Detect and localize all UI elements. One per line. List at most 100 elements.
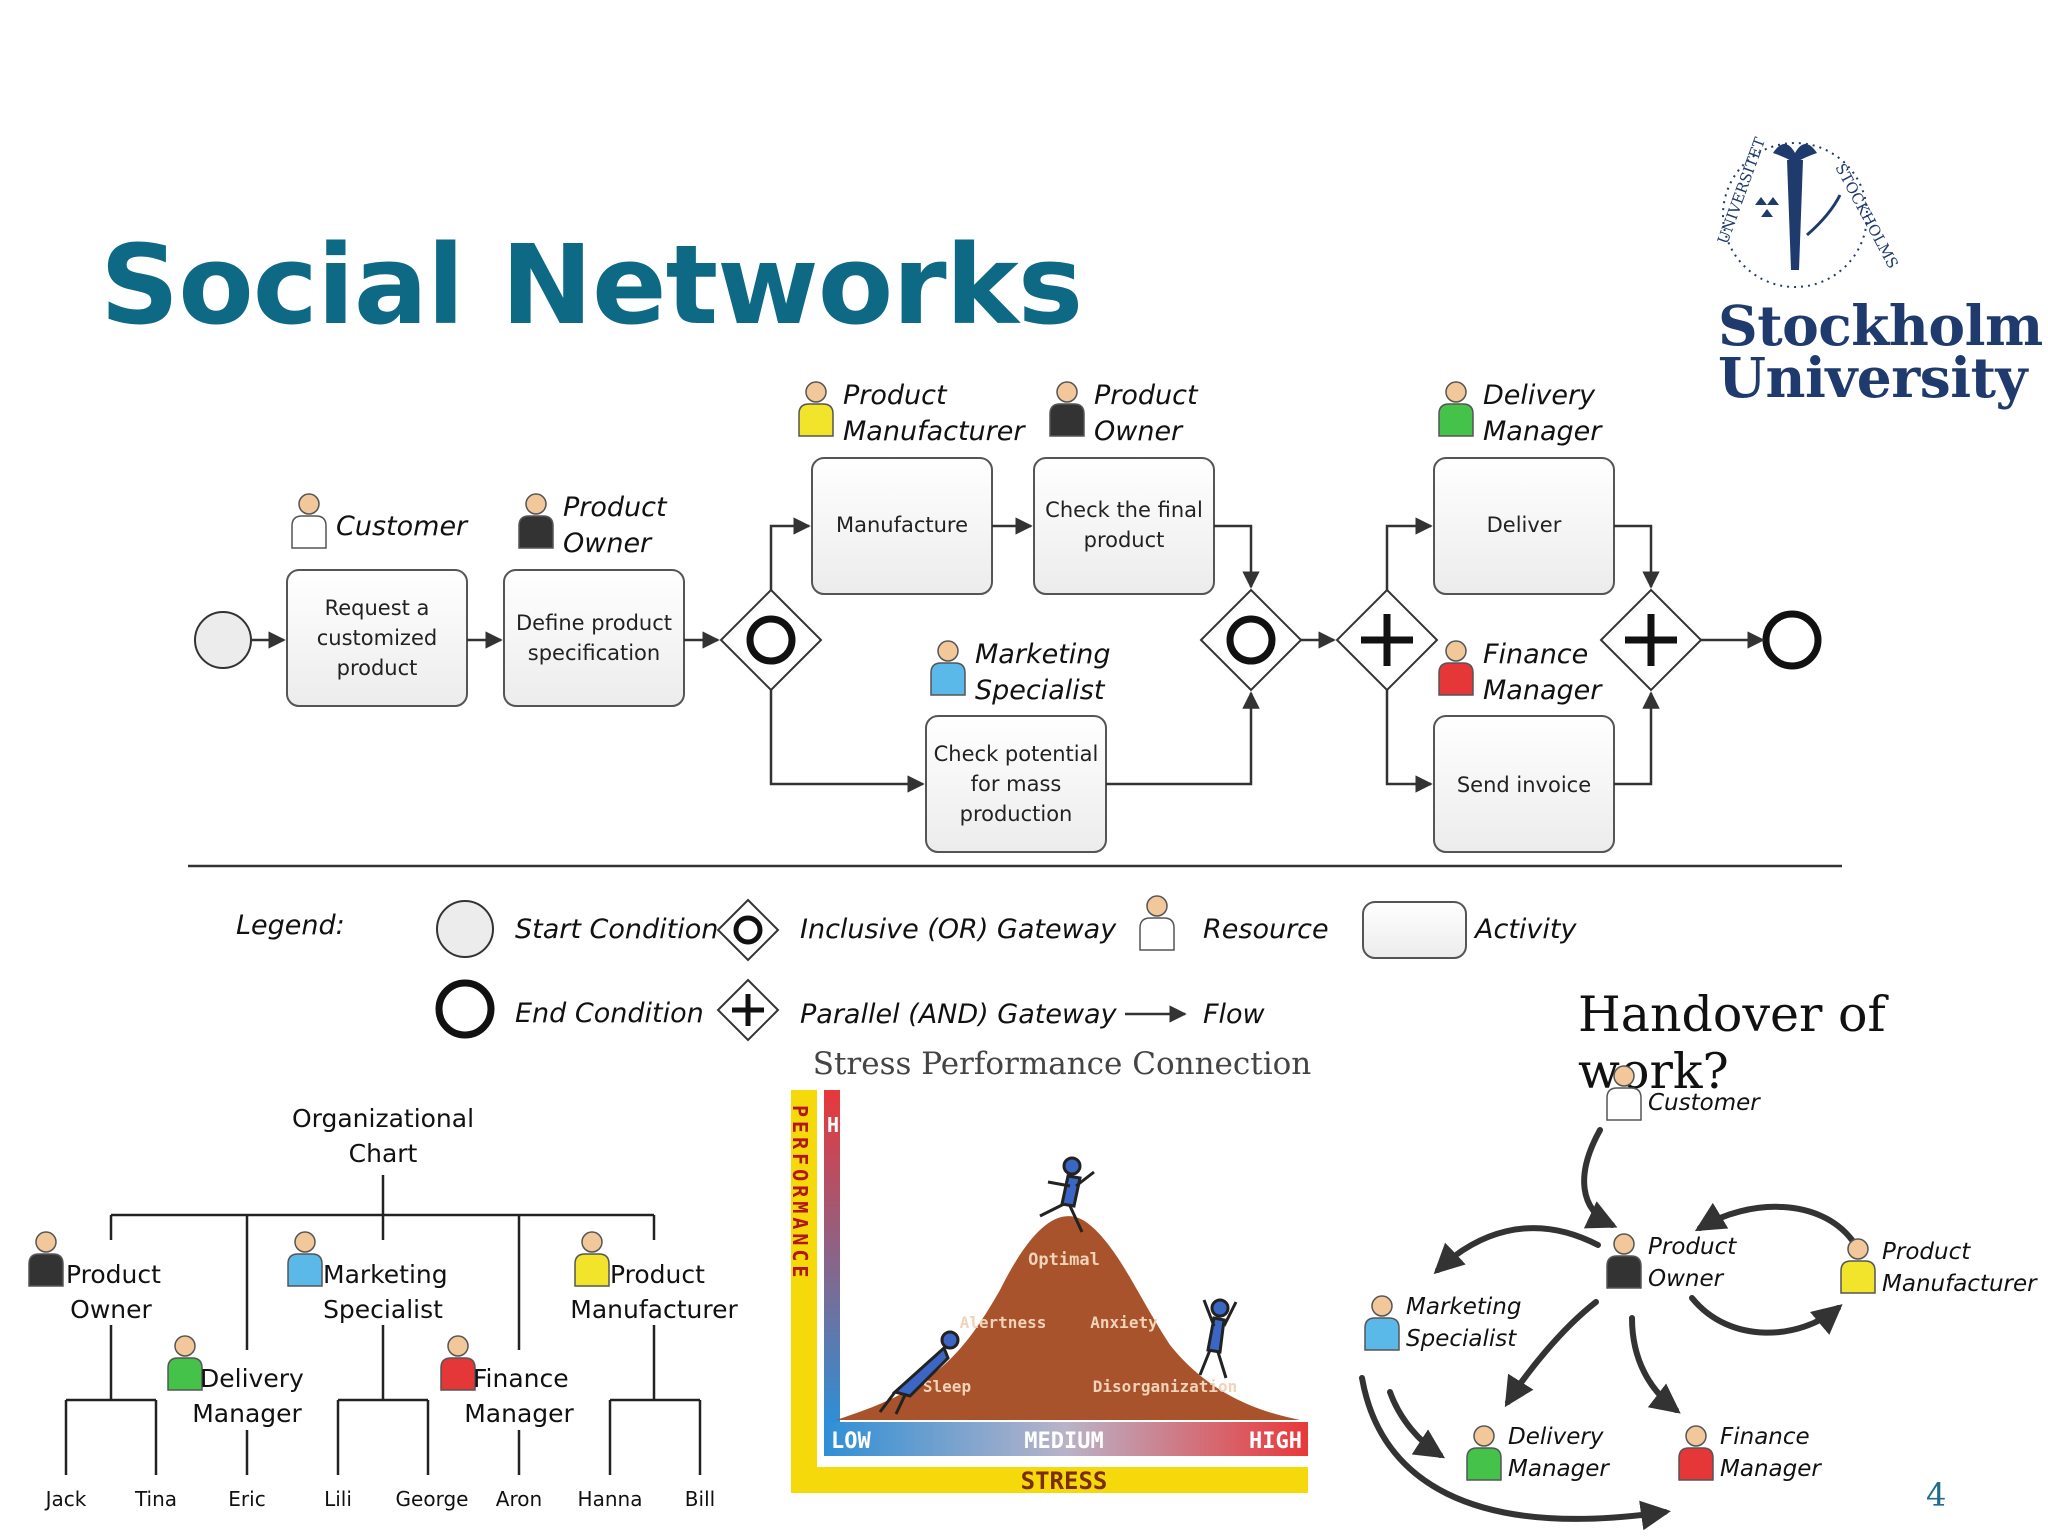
start-event: [194, 611, 252, 669]
x-medium-label: MEDIUM: [1024, 1429, 1103, 1454]
svg-text:Define product: Define product: [516, 611, 672, 635]
activity-check-final: Check the final product: [1033, 457, 1215, 595]
svg-text:Manager: Manager: [1508, 1456, 1610, 1482]
y-axis-label: PERFORMANCE: [788, 1105, 812, 1281]
resource-marketing-specialist: Marketing Specialist: [930, 639, 1111, 706]
page-title: Social Networks: [100, 221, 1083, 349]
person-jack: Jack: [44, 1487, 87, 1511]
region-alertness: Alertness: [960, 1313, 1047, 1332]
resource-delivery-manager: Delivery Manager: [1438, 380, 1603, 447]
org-chart: Organizational Chart Product Owner Marke…: [28, 1104, 738, 1511]
svg-text:Product: Product: [1094, 380, 1199, 411]
activity-check-potential: Check potential for mass production: [925, 715, 1107, 853]
resource-product-owner-1: Product Owner: [518, 492, 668, 559]
svg-text:Product: Product: [66, 1260, 161, 1289]
svg-text:Marketing: Marketing: [323, 1260, 448, 1289]
legend-resource-symbol: [1139, 895, 1175, 951]
legend-activity-symbol: [1362, 901, 1467, 959]
svg-text:Delivery: Delivery: [1508, 1424, 1604, 1450]
legend-start-symbol: [436, 900, 494, 958]
resource-product-owner-2: Product Owner: [1049, 380, 1199, 447]
x-axis-label: STRESS: [1021, 1467, 1108, 1495]
legend-and-symbol: [716, 978, 780, 1042]
svg-text:Finance: Finance: [473, 1364, 569, 1393]
region-optimal: Optimal: [1028, 1250, 1100, 1270]
edge-manufacturer-owner: [1694, 1202, 1855, 1243]
person-aron: Aron: [496, 1487, 542, 1511]
region-anxiety: Anxiety: [1090, 1313, 1158, 1332]
university-logo-text: Stockholm University: [1718, 298, 2043, 405]
svg-text:Manufacturer: Manufacturer: [1882, 1271, 2038, 1297]
svg-text:Specialist: Specialist: [323, 1295, 443, 1324]
svg-text:product: product: [1084, 528, 1165, 552]
svg-text:Marketing: Marketing: [975, 639, 1111, 670]
svg-text:specification: specification: [528, 641, 660, 665]
person-george: George: [396, 1487, 469, 1511]
svg-text:Owner: Owner: [1648, 1266, 1725, 1292]
x-high-label: HIGH: [1249, 1429, 1302, 1454]
activity-manufacture: Manufacture: [811, 457, 993, 595]
edge-customer-owner: [1581, 1127, 1618, 1229]
legend-end-label: End Condition: [515, 998, 704, 1029]
activity-define-spec: Define product specification: [503, 569, 685, 707]
sequence-flows: [251, 517, 1765, 793]
stressed-figure: [1198, 1298, 1238, 1379]
person-eric: Eric: [228, 1487, 265, 1511]
legend-flow-label: Flow: [1203, 999, 1266, 1030]
activity-send-invoice: Send invoice: [1433, 715, 1615, 853]
running-figure-optimal: [1039, 1156, 1095, 1233]
node-product-manufacturer: Product Manufacturer: [1840, 1238, 2038, 1297]
node-customer: Customer: [1606, 1065, 1761, 1121]
svg-text:production: production: [960, 802, 1073, 826]
edge-owner-marketing: [1433, 1225, 1601, 1275]
performance-curve: [836, 1216, 1300, 1420]
stress-chart: Stress Performance Connection PERFORMANC…: [788, 1046, 1311, 1495]
svg-text:Marketing: Marketing: [1406, 1294, 1521, 1320]
svg-text:Delivery: Delivery: [200, 1364, 304, 1393]
region-disorganization: Disorganization: [1093, 1377, 1238, 1396]
svg-text:Product: Product: [610, 1260, 705, 1289]
university-seal-logo: UNIVERSITET STOCKHOLMS: [1714, 135, 1902, 288]
legend-or-symbol: [716, 898, 780, 962]
svg-text:Specialist: Specialist: [975, 675, 1106, 706]
svg-text:UNIVERSITET: UNIVERSITET: [1714, 135, 1769, 246]
person-tina: Tina: [134, 1487, 177, 1511]
legend-resource-label: Resource: [1203, 914, 1329, 945]
sleeping-figure: [878, 1330, 960, 1415]
legend: Legend: Start Condition End Condition In…: [236, 895, 1577, 1042]
svg-text:Customer: Customer: [336, 511, 469, 542]
org-delivery-manager: Delivery Manager: [167, 1335, 304, 1428]
node-marketing-specialist: Marketing Specialist: [1364, 1294, 1521, 1352]
edge-owner-delivery: [1504, 1299, 1599, 1408]
svg-text:Check the final: Check the final: [1045, 498, 1203, 522]
x-low-label: LOW: [831, 1429, 871, 1454]
svg-text:Manufacturer: Manufacturer: [843, 416, 1026, 447]
svg-text:Finance: Finance: [1720, 1424, 1810, 1450]
svg-text:Manager: Manager: [1483, 416, 1603, 447]
edge-marketing-finance: [1359, 1375, 1671, 1531]
node-finance-manager: Finance Manager: [1678, 1424, 1822, 1482]
node-product-owner: Product Owner: [1606, 1233, 1737, 1292]
handover-network: Customer Product Owner Product Manufactu…: [1359, 1065, 2038, 1531]
svg-text:Delivery: Delivery: [1483, 380, 1596, 411]
activity-deliver: Deliver: [1433, 457, 1615, 595]
svg-text:product: product: [337, 656, 418, 680]
handover-title: Handover of work?: [1578, 986, 1886, 1100]
activity-request: Request a customized product: [286, 569, 468, 707]
svg-text:customized: customized: [317, 626, 437, 650]
svg-text:Owner: Owner: [563, 528, 653, 559]
svg-text:Owner: Owner: [1094, 416, 1184, 447]
person-hanna: Hanna: [578, 1487, 643, 1511]
region-sleep: Sleep: [923, 1377, 971, 1396]
legend-and-label: Parallel (AND) Gateway: [800, 999, 1118, 1030]
svg-text:Product: Product: [843, 380, 948, 411]
svg-text:Manufacturer: Manufacturer: [570, 1295, 738, 1324]
edge-owner-manufacturer: [1689, 1295, 1843, 1336]
svg-text:Manufacture: Manufacture: [836, 513, 968, 537]
resource-finance-manager: Finance Manager: [1438, 639, 1603, 706]
legend-start-label: Start Condition: [515, 914, 718, 945]
edge-owner-finance: [1629, 1315, 1681, 1414]
svg-text:Manager: Manager: [1483, 675, 1603, 706]
node-delivery-manager: Delivery Manager: [1466, 1424, 1610, 1482]
